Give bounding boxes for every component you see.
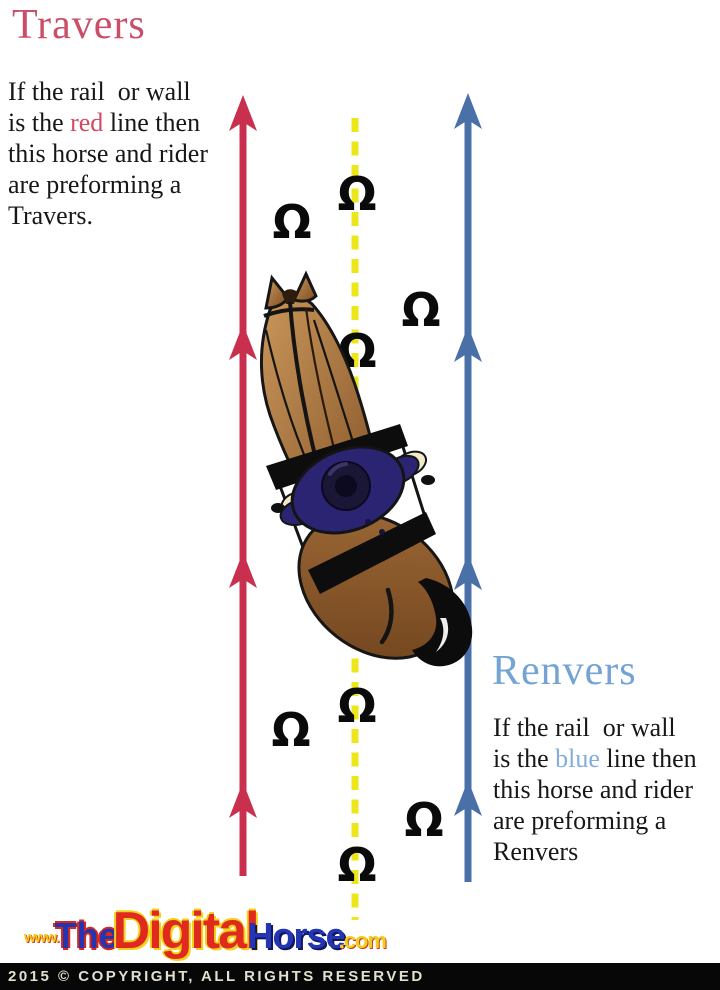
- hoofprint-icon: Ω: [404, 793, 444, 848]
- travers-note-text: If the rail or wall is the: [8, 77, 191, 137]
- logo-the: The: [54, 915, 119, 956]
- copyright-bar: 2015 © COPYRIGHT, ALL RIGHTS RESERVED: [0, 963, 720, 990]
- helmet-highlight: [328, 462, 348, 476]
- rump-line: [379, 587, 394, 645]
- rider-boot: [421, 475, 435, 485]
- hoofprint-icon: Ω: [272, 195, 312, 250]
- logo: www. The Digital Horse .com: [24, 901, 387, 960]
- copyright-text: 2015 © COPYRIGHT, ALL RIGHTS RESERVED: [8, 968, 425, 985]
- red-arrowhead-icon: [229, 552, 257, 588]
- travers-red-word: red: [70, 108, 104, 137]
- hoofprint-icon: Ω: [337, 838, 377, 893]
- renvers-note-text: If the rail or wall is the: [493, 713, 676, 773]
- logo-com: .com: [338, 928, 387, 953]
- blue-arrowhead-icon: [454, 780, 482, 816]
- blue-rail-line: [454, 93, 482, 882]
- travers-title: Travers: [12, 2, 146, 48]
- logo-www: www.: [24, 929, 60, 946]
- renvers-note: If the rail or wall is the blue line the…: [493, 712, 697, 867]
- blue-arrowhead-icon: [454, 326, 482, 362]
- pad-button: [379, 529, 385, 535]
- hoofprint-icon: Ω: [401, 283, 441, 338]
- girth-strap: [308, 512, 436, 594]
- bridle-browband: [263, 307, 315, 318]
- renvers-title: Renvers: [492, 648, 637, 694]
- horse-forelock: [282, 289, 298, 304]
- tail-highlight: [436, 618, 449, 652]
- blue-arrowhead-icon: [454, 554, 482, 590]
- logo-horse: Horse: [247, 915, 346, 956]
- red-arrowhead-icon: [229, 324, 257, 360]
- rider-helmet-top: [335, 475, 357, 497]
- logo-digital: Digital: [112, 902, 260, 960]
- red-arrowhead-icon: [229, 782, 257, 818]
- horse-ear-icon: [291, 270, 318, 303]
- renvers-blue-word: blue: [555, 744, 600, 773]
- hoofprint-icon: Ω: [337, 679, 377, 734]
- hoofprint-icon: Ω: [337, 167, 377, 222]
- travers-note: If the rail or wall is the red line then…: [8, 76, 208, 231]
- travers-note-text-2: line then this horse and rider are prefo…: [8, 108, 209, 230]
- pad-button: [365, 519, 371, 525]
- red-arrowhead-icon: [229, 95, 257, 131]
- renvers-note-text-2: line then this horse and rider are prefo…: [493, 744, 697, 866]
- blue-arrowhead-icon: [454, 93, 482, 129]
- red-rail-line: [229, 95, 257, 876]
- hoofprint-icon: Ω: [271, 703, 311, 758]
- horse-and-rider-illustration: [260, 270, 473, 667]
